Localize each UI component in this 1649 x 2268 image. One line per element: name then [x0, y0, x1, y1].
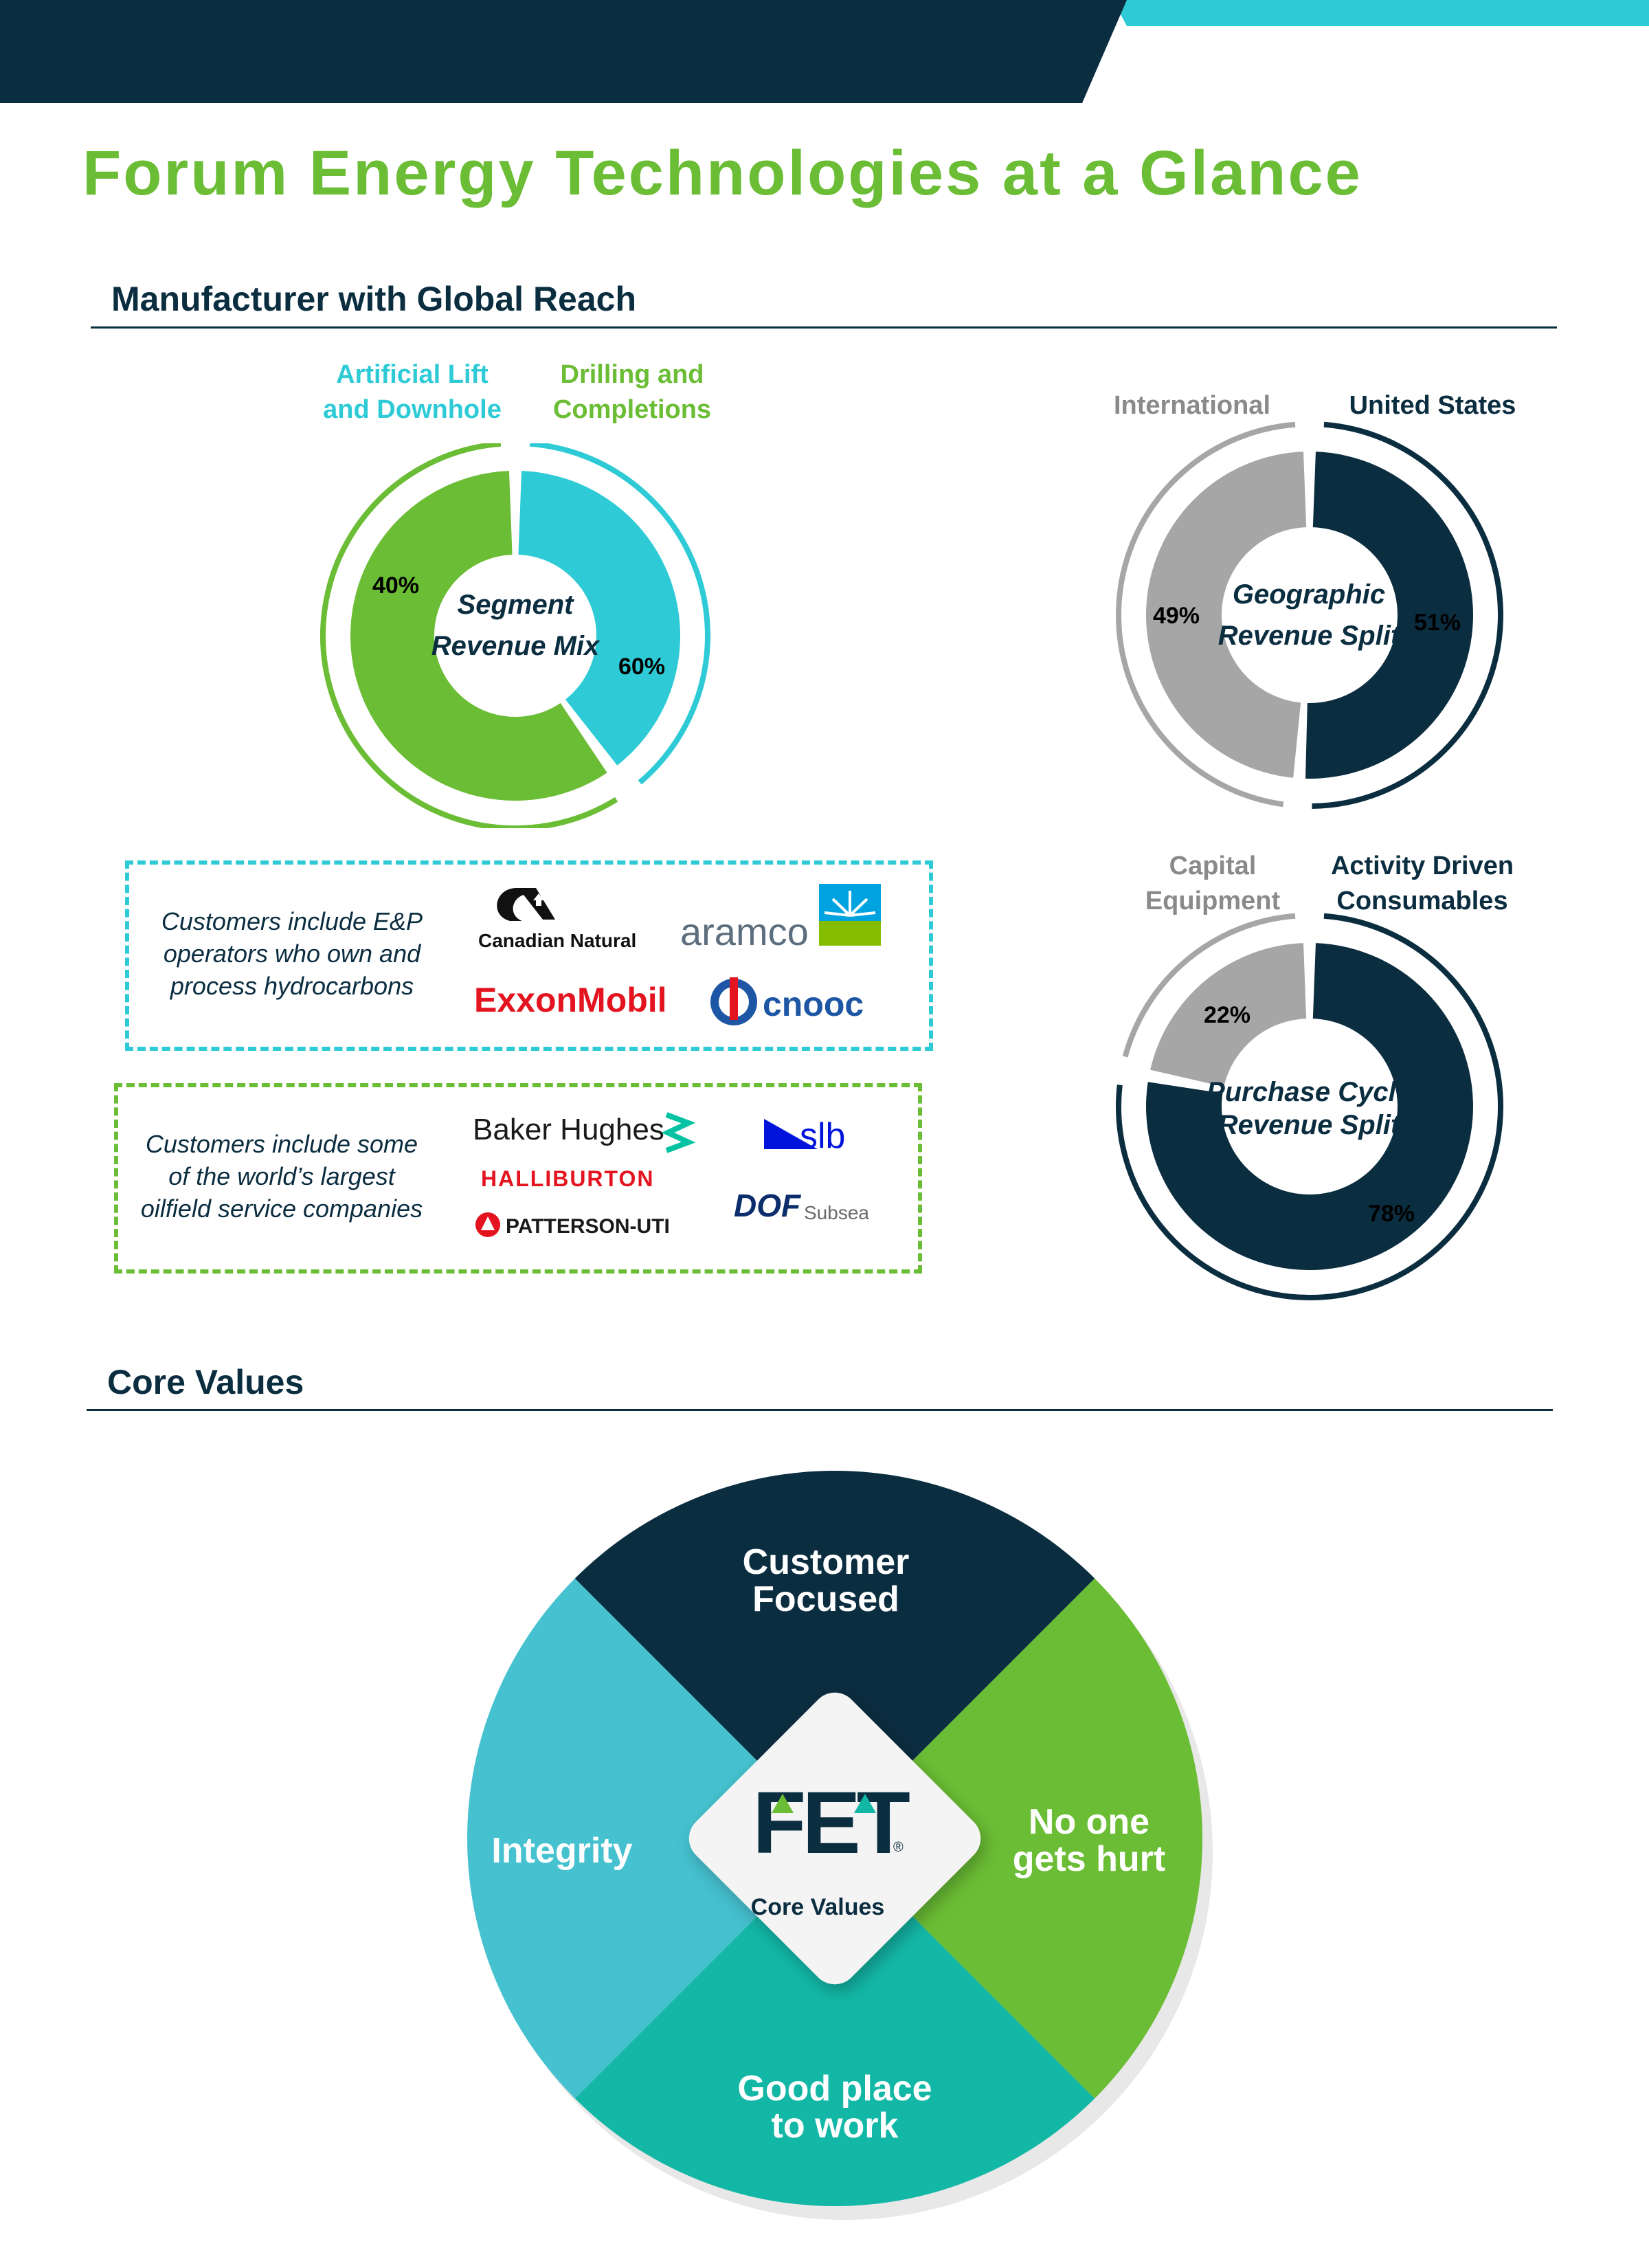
slb-logo-text: slb	[800, 1116, 845, 1156]
purchase-pct-22: 22%	[1204, 1002, 1250, 1028]
purchase-pct-78: 78%	[1368, 1201, 1415, 1227]
section-rule	[91, 326, 1557, 329]
value-good-place-line2: to work	[772, 2106, 899, 2146]
geo-outer-ring-gray	[1116, 421, 1296, 808]
value-integrity: Integrity	[491, 1831, 632, 1871]
exxonmobil-logo-text: ExxonMobil	[474, 981, 667, 1019]
section-title-core-values: Core Values	[107, 1363, 304, 1401]
customers-ep-box	[125, 860, 933, 1051]
aramco-mark-green	[819, 921, 881, 946]
segment-slice-artificial-lift	[518, 471, 681, 766]
cnooc-logo-text: cnooc	[763, 985, 864, 1023]
value-customer-focused-line1: Customer	[743, 1542, 910, 1582]
fet-logo-text: FET	[752, 1774, 910, 1872]
donut-geographic-revenue-split: 49% 51%	[1116, 421, 1503, 809]
canadian-natural-logo-text: Canadian Natural	[478, 930, 636, 951]
aramco-mark-rays	[824, 891, 876, 917]
legend-international: International	[1113, 391, 1271, 420]
dof-logo-text: DOF	[734, 1188, 802, 1223]
segment-pct-60: 60%	[618, 654, 665, 680]
purchase-slice-consumables	[1146, 943, 1473, 1270]
purchase-outer-ring-navy	[1116, 913, 1503, 1300]
geo-slice-united-states	[1305, 452, 1474, 779]
donut-purchase-cycle-revenue-split: 22% 78%	[1116, 913, 1503, 1300]
baker-hughes-logo-text: Baker Hughes	[473, 1113, 664, 1146]
fet-logo-accent-2	[854, 1794, 876, 1813]
patterson-uti-logo-text: PATTERSON-UTI	[506, 1215, 670, 1238]
geo-pct-51: 51%	[1414, 610, 1461, 636]
core-values-wheel: Customer Focused Integrity No one gets h…	[467, 1471, 1213, 2220]
header-banner	[0, 0, 1649, 103]
dof-subsea-logo: DOF Subsea	[734, 1188, 869, 1223]
donut-segment-revenue-mix: 40% 60%	[320, 443, 710, 828]
legend-united-states: United States	[1349, 391, 1516, 420]
geo-outer-ring-navy	[1312, 421, 1503, 809]
segment-outer-ring-cyan	[529, 443, 710, 785]
banner-accent-stripe	[1113, 0, 1649, 26]
fet-logo: FET ®	[752, 1774, 914, 1872]
purchase-outer-ring-gray	[1122, 913, 1296, 1058]
slb-logo: slb	[764, 1116, 845, 1156]
segment-outer-ring-green	[320, 443, 618, 828]
aramco-logo: aramco	[680, 884, 881, 953]
section-rule	[87, 1409, 1553, 1411]
page-title: Forum Energy Technologies at a Glance	[82, 138, 1362, 208]
baker-hughes-logo: Baker Hughes	[473, 1112, 696, 1153]
patterson-uti-logo: PATTERSON-UTI	[475, 1212, 670, 1238]
geo-pct-49: 49%	[1153, 603, 1200, 629]
section-title-global-reach: Manufacturer with Global Reach	[111, 280, 637, 318]
halliburton-logo-text: HALLIBURTON	[481, 1166, 655, 1191]
customers-ofs-logos: Baker Hughes slb HALLIBURTON PATTERSON-U…	[473, 1112, 869, 1238]
slb-mark	[764, 1119, 818, 1149]
halliburton-logo: HALLIBURTON	[481, 1166, 655, 1191]
segment-slice-drilling-completions	[350, 471, 607, 801]
fet-logo-accent-1	[772, 1794, 794, 1813]
geo-slice-international	[1146, 452, 1307, 778]
customers-ofs-box	[114, 1083, 922, 1274]
center-core-values-label: Core Values	[751, 1894, 885, 1920]
value-no-one-gets-hurt-line2: gets hurt	[1013, 1839, 1165, 1879]
value-good-place-line1: Good place	[737, 2069, 932, 2109]
exxonmobil-logo: ExxonMobil	[474, 981, 667, 1019]
purchase-slice-capital-equipment	[1150, 943, 1307, 1087]
value-no-one-gets-hurt-line1: No one	[1029, 1802, 1149, 1842]
banner-navy-block	[0, 0, 1127, 103]
segment-pct-40: 40%	[372, 572, 419, 599]
canadian-natural-logo: Canadian Natural	[478, 888, 636, 951]
customers-ep-logos: Canadian Natural aramco ExxonMobil cnooc	[474, 884, 881, 1025]
aramco-logo-text: aramco	[680, 910, 809, 953]
subsea-logo-text: Subsea	[804, 1202, 869, 1223]
value-customer-focused-line2: Focused	[752, 1579, 899, 1619]
center-diamond	[688, 1692, 981, 1985]
cnooc-logo: cnooc	[710, 977, 864, 1025]
fet-logo-registered-mark: ®	[893, 1840, 904, 1855]
